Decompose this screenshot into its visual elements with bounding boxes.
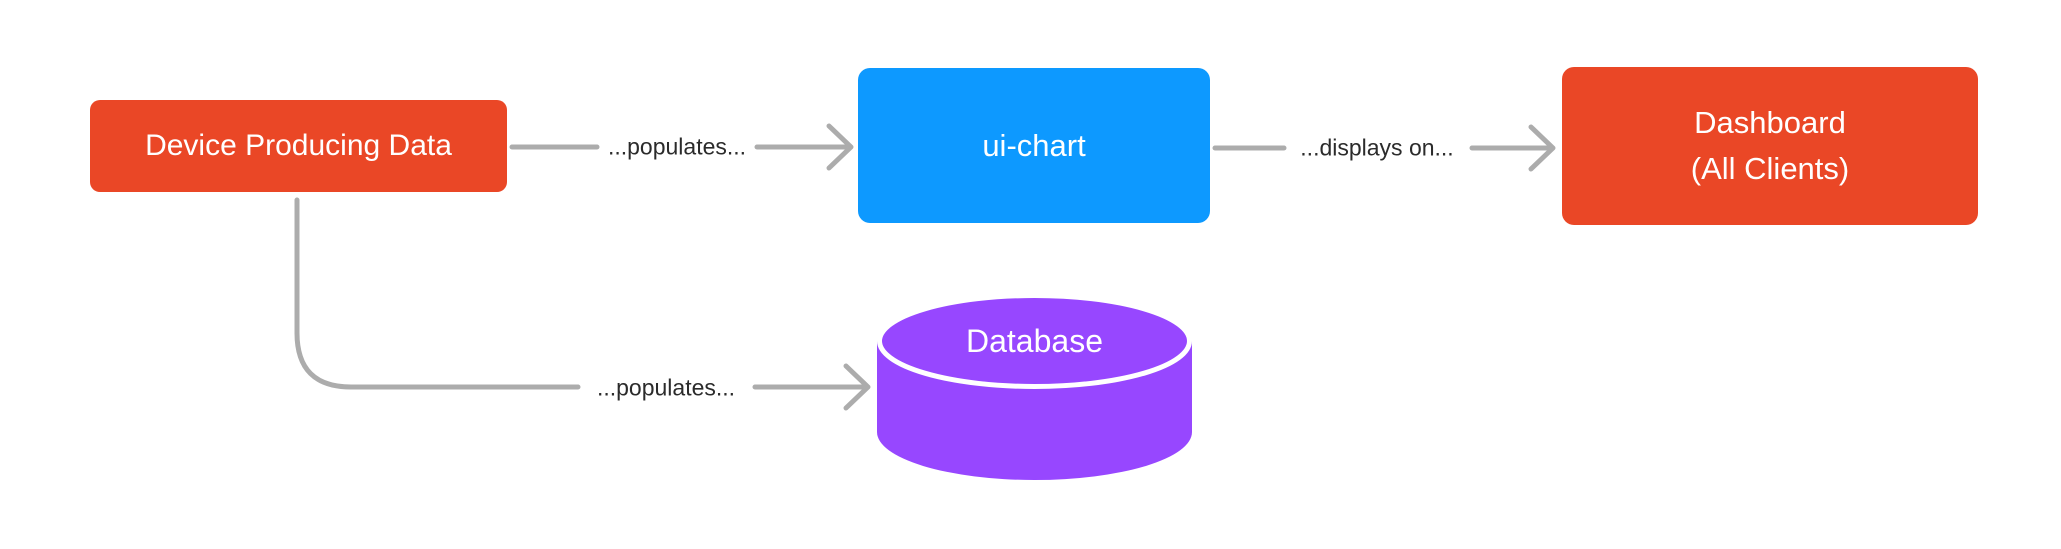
node-ui-chart: ui-chart: [858, 68, 1210, 223]
edge-device-to-database-curve: [294, 197, 581, 390]
node-device-producing-data: Device Producing Data: [90, 100, 507, 192]
database-cylinder-top: [877, 293, 1192, 389]
edge-label-populates-bottom: ...populates...: [596, 374, 736, 401]
edge-label-displays-on: ...displays on...: [1300, 134, 1454, 161]
edge-label-populates-top: ...populates...: [607, 133, 747, 160]
node-database-label: Database: [966, 322, 1103, 359]
node-dashboard: Dashboard (All Clients): [1562, 67, 1978, 225]
node-database-cylinder: [877, 293, 1192, 480]
node-dashboard-label-line1: Dashboard: [1694, 104, 1846, 140]
node-dashboard-label-line2: (All Clients): [1690, 151, 1850, 186]
node-device-label: Device Producing Data: [145, 129, 452, 162]
edge-device-to-uichart-arrowhead-icon: [826, 123, 854, 171]
edge-device-to-database-arrowhead-icon: [843, 363, 871, 411]
node-ui-chart-label: ui-chart: [982, 127, 1086, 163]
node-database-label-wrap: Database: [877, 293, 1192, 389]
edge-uichart-to-dashboard-arrowhead-icon: [1528, 124, 1556, 172]
